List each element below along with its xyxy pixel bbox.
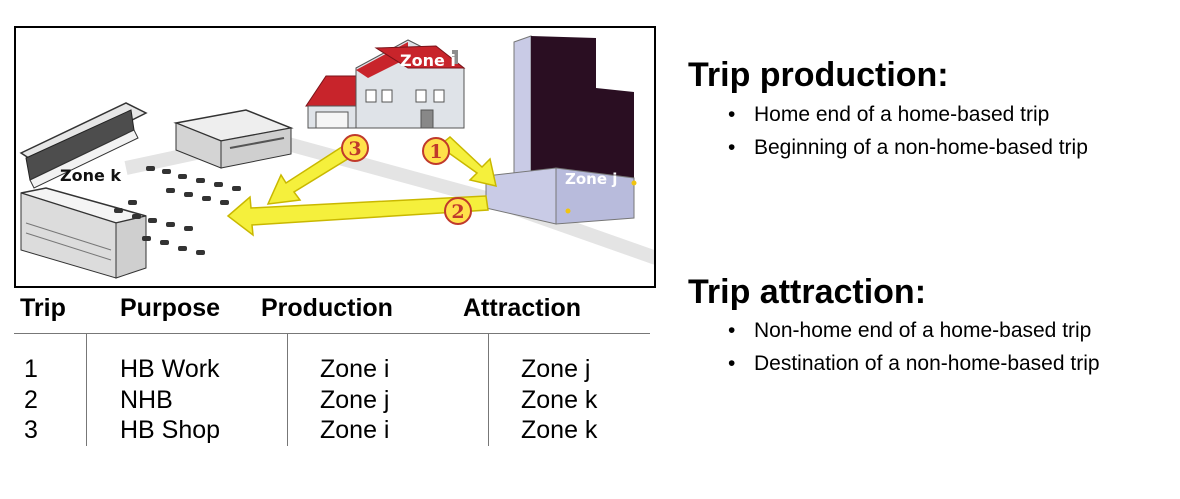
column-divider (287, 334, 288, 446)
trip-production-list: • Home end of a home-based trip • Beginnin… (728, 98, 1088, 164)
table-cell: Zone k (521, 385, 598, 414)
zone-i-house (305, 39, 466, 129)
trip-zones-illustration: Zone i Zone j Zone k 3 (14, 26, 656, 288)
list-item: • Beginning of a non-home-based trip (728, 131, 1088, 164)
zone-k-label: Zone k (60, 166, 121, 185)
list-item: • Non-home end of a home-based trip (728, 314, 1100, 347)
column-purpose: HB Work NHB HB Shop (120, 354, 220, 446)
bullet-icon: • (728, 103, 736, 126)
illustration-svg: Zone i Zone j Zone k 3 (19, 35, 654, 279)
zone-k-strip-mall-bottom (20, 187, 147, 279)
list-item-text: Beginning of a non-home-based trip (754, 136, 1088, 159)
table-cell: Zone j (521, 355, 591, 383)
table-cell: 2 (24, 385, 38, 414)
bullet-icon: • (728, 136, 736, 159)
table-cell: HB Work (120, 355, 220, 383)
trip-arrow-1 (437, 136, 497, 187)
trip-badge-3: 3 (341, 134, 369, 162)
trip-badge-2-number: 2 (451, 201, 464, 223)
table-cell: 3 (24, 416, 38, 444)
zone-j-label: Zone j (565, 170, 617, 188)
header-rule (14, 333, 650, 334)
trip-attraction-heading: Trip attraction: (688, 273, 927, 311)
zone-j-office-tower (485, 35, 637, 225)
column-divider (488, 334, 489, 446)
trip-badge-1-number: 1 (429, 141, 442, 163)
trip-badge-1: 1 (422, 137, 450, 165)
column-divider (86, 334, 87, 446)
list-item: • Destination of a non-home-based trip (728, 347, 1100, 380)
list-item-text: Destination of a non-home-based trip (754, 352, 1100, 375)
table-cell: NHB (120, 385, 173, 414)
column-trip: 1 2 3 (24, 354, 38, 446)
table-cell: Zone i (320, 416, 390, 444)
table-cell: Zone i (320, 355, 390, 383)
bullet-icon: • (728, 352, 736, 375)
trip-table: Trip Purpose Production Attraction 1 2 3… (14, 286, 654, 451)
header-production: Production (261, 294, 393, 322)
trip-production-heading: Trip production: (688, 56, 949, 94)
table-cell: Zone k (521, 416, 598, 444)
table-cell: HB Shop (120, 416, 221, 444)
zone-k-strip-mall-top (19, 102, 148, 189)
column-attraction: Zone j Zone k Zone k (521, 354, 597, 446)
parking-lot (114, 166, 241, 255)
header-trip: Trip (20, 294, 66, 322)
trip-badge-2: 2 (444, 197, 472, 225)
list-item-text: Home end of a home-based trip (754, 103, 1050, 126)
column-production: Zone i Zone j Zone i (320, 354, 389, 446)
bullet-icon: • (728, 319, 736, 342)
header-attraction: Attraction (463, 294, 582, 322)
table-cell: 1 (24, 355, 38, 383)
zone-i-label: Zone i (400, 51, 456, 70)
zone-k-small-building (173, 109, 294, 169)
trip-attraction-list: • Non-home end of a home-based trip • Dest… (728, 314, 1100, 380)
trip-badge-3-number: 3 (348, 138, 361, 160)
list-item-text: Non-home end of a home-based trip (754, 319, 1092, 342)
list-item: • Home end of a home-based trip (728, 98, 1088, 131)
header-purpose: Purpose (120, 294, 221, 322)
table-cell: Zone j (320, 385, 390, 414)
